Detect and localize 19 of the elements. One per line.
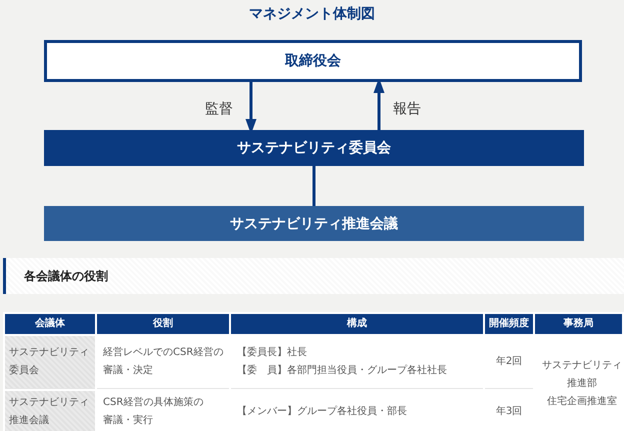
org-unit-box: 取締役会 (44, 40, 582, 82)
column-header: 会議体 (5, 314, 95, 334)
diagram-title: マネジメント体制図 (248, 5, 376, 24)
org-unit-box: サステナビリティ推進会議 (44, 206, 584, 241)
edge-label: 監督 (205, 100, 233, 118)
column-header: 構成 (231, 314, 483, 334)
edge-label: 報告 (393, 100, 421, 118)
column-header: 役割 (97, 314, 229, 334)
member-entry: 【委 員】各部門担当役員・グループ各社社長 (237, 364, 448, 378)
column-header: 開催頻度 (485, 314, 533, 334)
section-heading: 各会議体の役割 (3, 258, 624, 294)
connector-line (312, 166, 316, 206)
column-header: 事務局 (535, 314, 622, 334)
department-name: サステナビリティ推進部 (541, 359, 623, 391)
department-name: 住宅企画推進室 (546, 394, 618, 409)
row-header: サステナビリティ推進会議 (5, 391, 95, 431)
row-header: サステナビリティ委員会 (5, 336, 95, 389)
member-entry: 【委員長】社長 (237, 346, 308, 360)
org-unit-box: サステナビリティ委員会 (44, 130, 584, 166)
